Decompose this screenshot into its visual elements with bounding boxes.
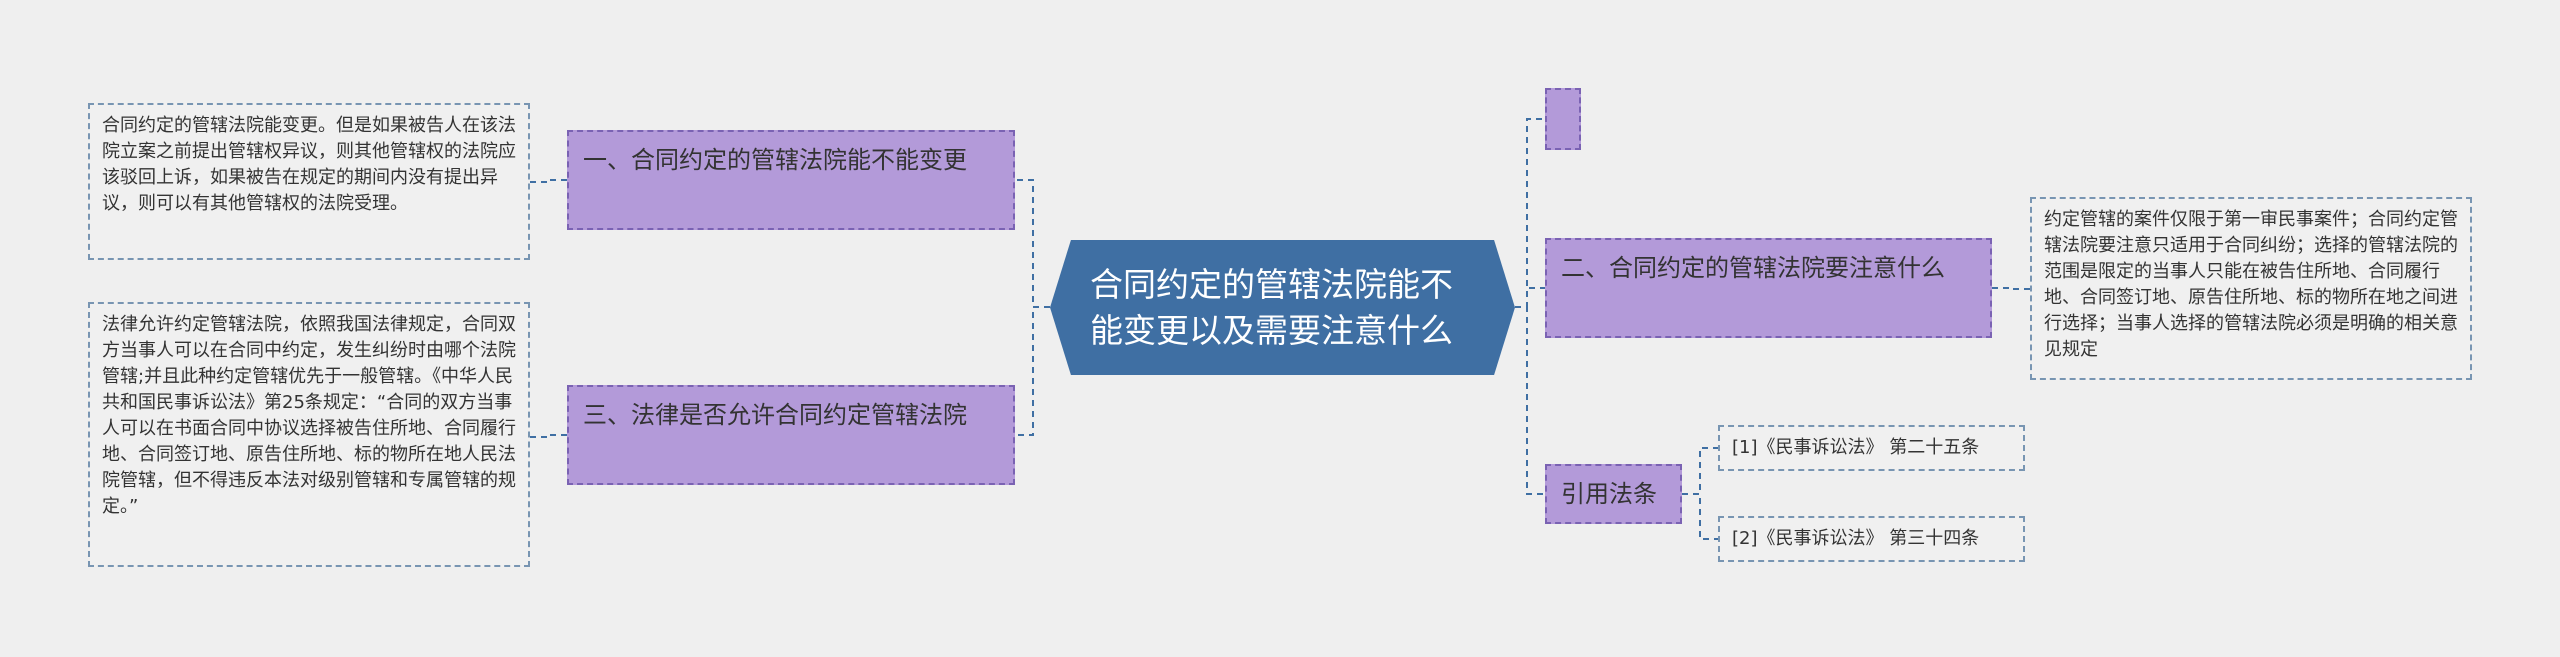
edge-root-t4 <box>1515 306 1545 495</box>
leaf-text: 法律允许约定管辖法院，依照我国法律规定，合同双方当事人可以在合同中约定，发生纠纷… <box>102 314 516 517</box>
ref-text: [2]《民事诉讼法》 第三十四条 <box>1732 528 1980 549</box>
edge-t4-ref2 <box>1682 493 1718 540</box>
leaf-text: 合同约定的管辖法院能变更。但是如果被告人在该法院立案之前提出管辖权异议，则其他管… <box>102 115 516 214</box>
root-topic-label: 合同约定的管辖法院能不能变更以及需要注意什么 <box>1090 264 1453 350</box>
leaf-jurisdiction-change-detail: 合同约定的管辖法院能变更。但是如果被告人在该法院立案之前提出管辖权异议，则其他管… <box>88 103 530 260</box>
leaf-ref-civil-procedure-25[interactable]: [1]《民事诉讼法》 第二十五条 <box>1718 425 2025 471</box>
edge-t2-l2 <box>1992 287 2030 290</box>
edge-t1-l1 <box>530 179 567 183</box>
topic-label: 一、合同约定的管辖法院能不能变更 <box>583 146 967 174</box>
leaf-ref-civil-procedure-34[interactable]: [2]《民事诉讼法》 第三十四条 <box>1718 516 2025 562</box>
edge-t4-ref1 <box>1682 447 1718 495</box>
topic-empty[interactable] <box>1545 88 1581 150</box>
leaf-agreement-allowed-detail: 法律允许约定管辖法院，依照我国法律规定，合同双方当事人可以在合同中约定，发生纠纷… <box>88 302 530 567</box>
leaf-what-to-note-detail: 约定管辖的案件仅限于第一审民事案件；合同约定管辖法院要注意只适用于合同纠纷；选择… <box>2030 197 2472 380</box>
topic-can-jurisdiction-change[interactable]: 一、合同约定的管辖法院能不能变更 <box>567 130 1015 230</box>
edge-t3-l3 <box>530 434 567 438</box>
leaf-text: 约定管辖的案件仅限于第一审民事案件；合同约定管辖法院要注意只适用于合同纠纷；选择… <box>2044 209 2458 360</box>
edge-root-t5 <box>1515 118 1545 308</box>
root-topic[interactable]: 合同约定的管辖法院能不能变更以及需要注意什么 <box>1050 240 1515 375</box>
topic-label: 引用法条 <box>1561 480 1657 508</box>
edge-root-t1 <box>1015 179 1050 308</box>
topic-label: 三、法律是否允许合同约定管辖法院 <box>583 401 967 429</box>
edge-root-t3 <box>1015 306 1050 436</box>
edge-root-t2 <box>1515 287 1545 308</box>
topic-label: 二、合同约定的管辖法院要注意什么 <box>1561 254 1945 282</box>
ref-text: [1]《民事诉讼法》 第二十五条 <box>1732 437 1980 458</box>
topic-cited-laws[interactable]: 引用法条 <box>1545 464 1682 524</box>
topic-is-agreement-allowed[interactable]: 三、法律是否允许合同约定管辖法院 <box>567 385 1015 485</box>
topic-what-to-note[interactable]: 二、合同约定的管辖法院要注意什么 <box>1545 238 1992 338</box>
